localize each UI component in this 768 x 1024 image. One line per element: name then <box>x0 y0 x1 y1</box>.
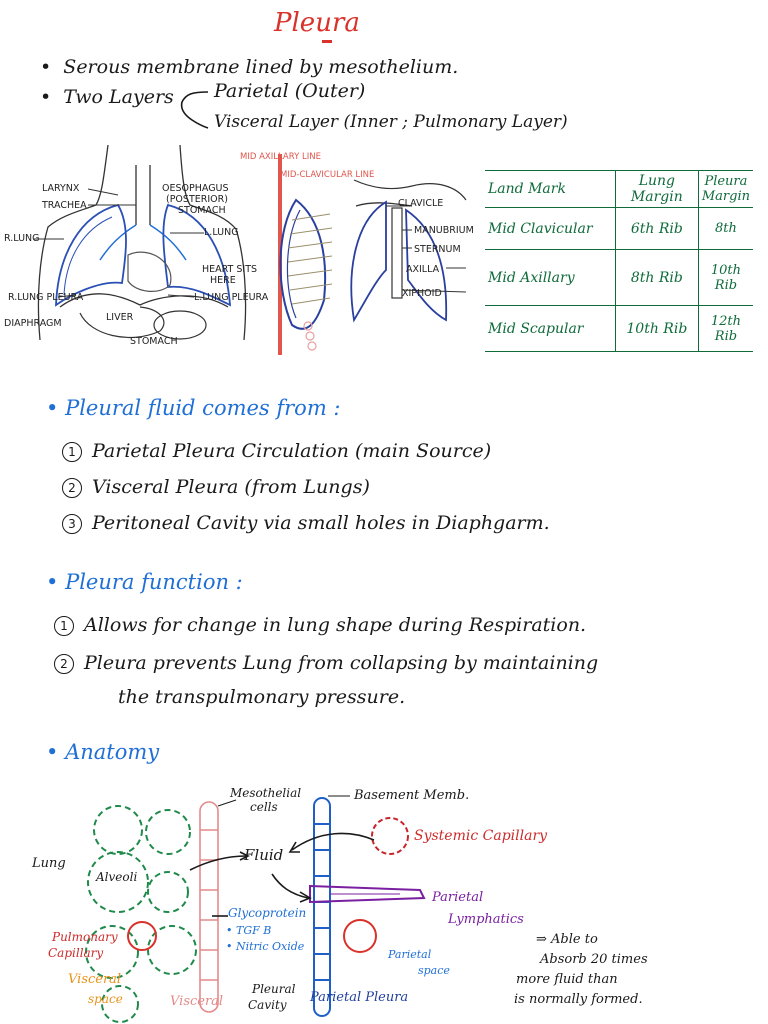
label-stomach: STOMACH <box>130 336 178 347</box>
visceral-inner: Visceral Layer (Inner ; Pulmonary Layer) <box>214 112 568 132</box>
label-trachea: TRACHEA <box>42 200 87 211</box>
label-r-lung: R.LUNG <box>4 233 40 244</box>
title-underline <box>322 40 332 43</box>
layer-bracket <box>180 91 209 129</box>
table-cell: 10th Rib <box>614 305 699 352</box>
table-header: Land Mark <box>485 170 616 208</box>
pulmonary-capillary-label-1: Pulmonary <box>52 930 118 944</box>
label-stomach-top: STOMACH <box>178 205 226 216</box>
basement-label: Basement Memb. <box>354 788 470 803</box>
lung-label: Lung <box>32 856 66 871</box>
alveoli-label: Alveoli <box>96 870 138 884</box>
label-l-lung-pleura: L.LUNG PLEURA <box>194 292 269 303</box>
table-row: Mid Clavicular 6th Rib 8th <box>485 207 753 250</box>
pleural-cavity-label-2: Cavity <box>248 998 287 1012</box>
lung-anatomy-diagram <box>34 145 247 341</box>
parietal-pleura-label: Parietal Pleura <box>310 990 409 1005</box>
absorb-line-3: more fluid than <box>516 972 618 987</box>
anatomy-heading: • Anatomy <box>46 740 160 764</box>
label-diaphragm: DIAPHRAGM <box>4 318 62 329</box>
table-cell: 6th Rib <box>614 207 699 250</box>
pulmonary-capillary-label-2: Capillary <box>48 946 104 960</box>
parietal-space-label-1: Parietal <box>388 948 432 961</box>
chest-landmark-diagram <box>278 154 467 355</box>
parietal-outer: Parietal (Outer) <box>214 80 366 102</box>
absorb-line-1: ⇒ Able to <box>536 932 598 947</box>
fluid-heading: • Pleural fluid comes from : <box>46 396 341 420</box>
parietal-lymphatics-label-2: Lymphatics <box>448 912 524 927</box>
table-row: Mid Scapular 10th Rib 12th Rib <box>485 305 753 352</box>
label-manubrium: MANUBRIUM <box>414 225 474 236</box>
table-row: Mid Axillary 8th Rib 10th Rib <box>485 249 753 306</box>
cells-label: cells <box>250 800 278 814</box>
table-cell: Mid Axillary <box>485 249 616 306</box>
table-header: Lung Margin <box>614 170 699 208</box>
absorb-line-2: Absorb 20 times <box>540 952 648 967</box>
visceral-space-label-2: space <box>88 992 123 1006</box>
intro-bullet-2: • Two Layers <box>40 86 174 108</box>
label-heart-sits: HEART SITS <box>202 264 258 275</box>
table-cell: Mid Scapular <box>485 305 616 352</box>
table-cell: 10th Rib <box>697 249 753 306</box>
visceral-label: Visceral <box>170 994 224 1009</box>
intro-bullet-1: • Serous membrane lined by mesothelium. <box>40 56 459 78</box>
label-axilla: AXILLA <box>406 264 440 275</box>
table-header-row: Land Mark Lung Margin Pleura Margin <box>485 170 753 208</box>
table-cell: 12th Rib <box>697 305 753 352</box>
label-oesophagus: OESOPHAGUS <box>162 183 229 194</box>
landmark-table: Land Mark Lung Margin Pleura Margin Mid … <box>485 170 753 352</box>
nitric-oxide-label: • Nitric Oxide <box>226 940 305 953</box>
table-header: Pleura Margin <box>697 170 753 208</box>
parietal-lymphatics-label-1: Parietal <box>432 890 484 905</box>
page-title: Pleura <box>274 8 360 38</box>
anatomy-diagram <box>85 795 426 1023</box>
table-cell: Mid Clavicular <box>485 207 616 250</box>
table-cell: 8th <box>697 207 753 250</box>
fluid-label: Fluid <box>244 846 284 864</box>
systemic-capillary-label: Systemic Capillary <box>414 828 548 844</box>
label-clavicle: CLAVICLE <box>398 198 444 209</box>
visceral-space-label-1: Visceral <box>68 972 122 987</box>
function-continuation: the transpulmonary pressure. <box>118 686 406 708</box>
label-mid-clavicular: MID-CLAVICULAR LINE <box>280 170 375 180</box>
label-here: HERE <box>210 275 236 286</box>
label-r-lung-pleura: R.LUNG PLEURA <box>8 292 84 303</box>
absorb-line-4: is normally formed. <box>514 992 643 1007</box>
tgfb-label: • TGF B <box>226 924 272 937</box>
parietal-space-label-2: space <box>418 964 450 977</box>
label-sternum: STERNUM <box>414 244 461 255</box>
label-larynx: LARYNX <box>42 183 80 194</box>
label-liver: LIVER <box>106 312 134 323</box>
pleural-cavity-label-1: Pleural <box>252 982 296 996</box>
label-posterior: (POSTERIOR) <box>166 194 228 205</box>
function-heading: • Pleura function : <box>46 570 243 594</box>
table-cell: 8th Rib <box>614 249 699 306</box>
label-l-lung: L.LUNG <box>204 227 239 238</box>
label-xiphoid: XIPHOID <box>402 288 442 299</box>
glycoprotein-label: Glycoprotein <box>228 906 307 920</box>
label-mid-axillary: MID AXILLARY LINE <box>240 152 321 162</box>
mesothelial-label: Mesothelial <box>230 786 302 800</box>
